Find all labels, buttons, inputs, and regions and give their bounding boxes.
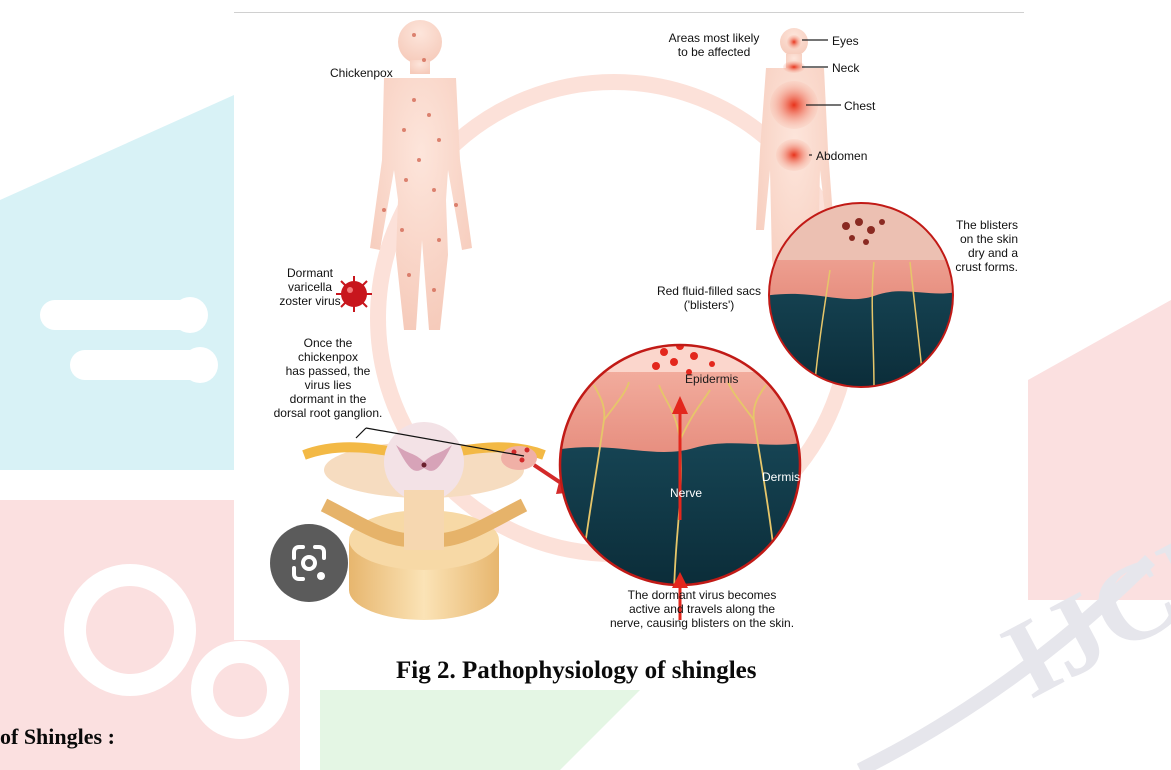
label-chest: Chest bbox=[844, 99, 875, 113]
label-eyes: Eyes bbox=[832, 34, 859, 48]
section-heading: of Shingles : bbox=[0, 724, 115, 750]
label-dormant-virus: Dormant varicella zoster virus bbox=[268, 266, 352, 308]
label-areas-affected: Areas most likely to be affected bbox=[652, 31, 776, 59]
label-nerve: Nerve bbox=[670, 486, 702, 500]
label-neck: Neck bbox=[832, 61, 859, 75]
label-dermis: Dermis bbox=[762, 470, 800, 484]
label-chickenpox: Chickenpox bbox=[330, 66, 393, 80]
label-once-passed: Once the chickenpox has passed, the viru… bbox=[258, 336, 398, 420]
label-virus-active: The dormant virus becomes active and tra… bbox=[592, 588, 812, 630]
label-abdomen: Abdomen bbox=[816, 149, 867, 163]
shingles-pathophysiology-figure bbox=[234, 0, 1028, 640]
figure-caption: Fig 2. Pathophysiology of shingles bbox=[396, 657, 756, 685]
lens-camera-icon bbox=[270, 524, 348, 602]
label-red-sacs: Red fluid-filled sacs ('blisters') bbox=[624, 284, 794, 312]
label-blisters-dry: The blisters on the skin dry and a crust… bbox=[900, 218, 1018, 274]
lens-search-button[interactable] bbox=[270, 524, 348, 602]
label-epidermis: Epidermis bbox=[685, 372, 738, 386]
